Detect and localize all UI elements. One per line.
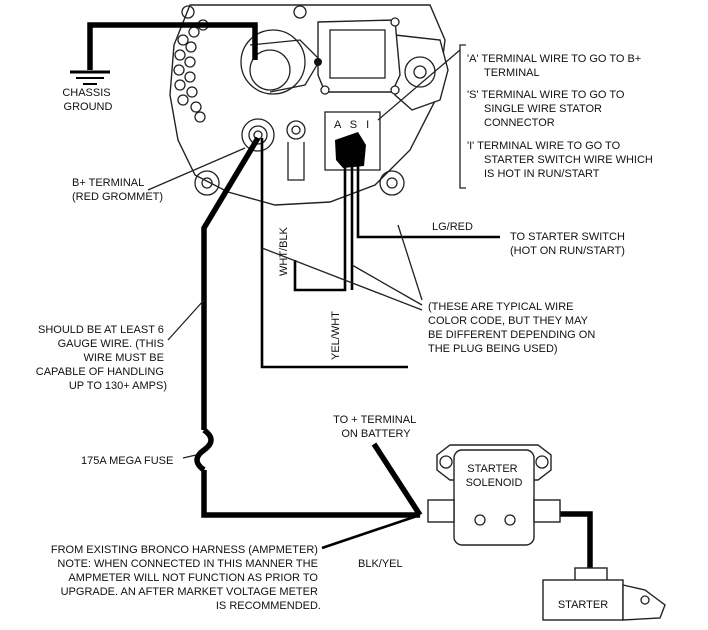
b-plus-terminal-label: B+ TERMINAL (RED GROMMET) — [72, 177, 163, 203]
ground-wire — [87, 22, 258, 70]
yel-wht-label: YEL/WHT — [330, 311, 342, 360]
harness-note: FROM EXISTING BRONCO HARNESS (AMPMETER) … — [51, 544, 321, 612]
to-starter-switch-label: TO STARTER SWITCH (HOT ON RUN/START) — [510, 231, 628, 257]
terminal-letters-label: A S I — [334, 119, 372, 131]
wht-blk-label: WHT/BLK — [278, 226, 290, 276]
chassis-ground-label: CHASSIS GROUND — [62, 87, 113, 113]
i-terminal-note: 'I' TERMINAL WIRE TO GO TO STARTER SWITC… — [467, 140, 656, 180]
a-terminal-note: 'A' TERMINAL WIRE TO GO TO B+ TERMINAL — [467, 53, 644, 79]
starter-motor — [542, 567, 666, 621]
wht-blk-wire — [260, 138, 408, 369]
alternator — [169, 4, 449, 206]
blk-yel-harness-wire — [321, 513, 421, 550]
starter-solenoid-label: STARTER SOLENOID — [466, 463, 523, 489]
battery-wire — [371, 442, 423, 517]
battery-terminal-label: TO + TERMINAL ON BATTERY — [333, 414, 419, 440]
starter-solenoid — [427, 444, 561, 546]
mega-fuse-label: 175A MEGA FUSE — [81, 455, 173, 467]
s-terminal-note: 'S' TERMINAL WIRE TO GO TO SINGLE WIRE S… — [467, 89, 627, 129]
asi-plug-connector — [335, 132, 366, 168]
blk-yel-label: BLK/YEL — [358, 558, 403, 570]
yel-wht-wire — [293, 165, 347, 292]
lg-red-label: LG/RED — [432, 221, 473, 233]
b-plus-main-wire — [201, 136, 261, 430]
lg-red-wire — [356, 165, 500, 239]
starter-cable — [560, 511, 593, 575]
typical-colors-note: (THESE ARE TYPICAL WIRE COLOR CODE, BUT … — [428, 301, 598, 355]
stator-post — [286, 120, 306, 181]
leader-lines — [147, 44, 466, 459]
gauge-note: SHOULD BE AT LEAST 6 GAUGE WIRE. (THIS W… — [36, 324, 167, 392]
starter-label: STARTER — [558, 599, 608, 611]
wires — [70, 22, 593, 575]
